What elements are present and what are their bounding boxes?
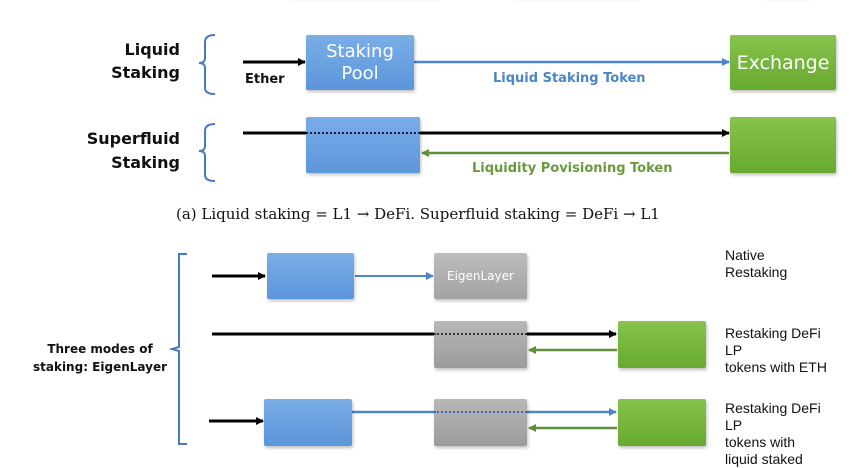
mode3-line3: tokens with <box>725 434 796 450</box>
mode1-line2: Restaking <box>725 264 788 280</box>
label-liquidity-provisioning-token: Liquidity Povisioning Token <box>472 161 673 176</box>
mode2-dotted-passthrough <box>434 333 527 335</box>
mode1-pool-box <box>267 253 354 299</box>
staking-pool-box: Staking Pool <box>306 35 414 90</box>
mode2-line3: tokens with ETH <box>725 359 827 375</box>
bracket-liquid-staking <box>198 34 216 95</box>
mode2-line2: LP <box>725 342 743 358</box>
mode2-description: Restaking DeFi LP tokens with ETH <box>725 325 827 376</box>
label-liquid-staking-token: Liquid Staking Token <box>493 71 646 86</box>
mode2-defi-box <box>618 321 706 368</box>
mode3-line2: LP <box>725 417 743 433</box>
mode1-description: Native Restaking <box>725 247 787 281</box>
cropped-header-label-3 <box>765 0 810 2</box>
mode3-line4: liquid staked <box>725 451 803 467</box>
mode2-eigenlayer-box <box>434 321 527 368</box>
bracket-superfluid-staking <box>198 123 216 182</box>
mode3-pool-box <box>264 399 352 446</box>
superfluid-pool-box <box>306 117 420 173</box>
mode3-line1: Restaking DeFi <box>725 400 821 416</box>
bracket-eigenlayer <box>168 253 187 445</box>
label-three-modes-line2: staking: EigenLayer <box>32 360 167 374</box>
label-superfluid-staking: Superfluid Staking <box>60 127 180 175</box>
label-three-modes: Three modes of staking: EigenLayer <box>30 340 170 376</box>
mode2-line1: Restaking DeFi <box>725 325 821 341</box>
label-ether: Ether <box>245 72 285 87</box>
staking-pool-line2: Pool <box>341 62 379 84</box>
cropped-header-label-1 <box>290 0 440 2</box>
mode1-line1: Native <box>725 247 765 263</box>
label-superfluid-line1: Superfluid <box>86 129 180 148</box>
label-liquid-staking-line1: Liquid <box>124 40 180 59</box>
staking-pool-line1: Staking <box>326 40 394 62</box>
label-liquid-staking-line2: Staking <box>111 63 180 82</box>
dotted-passthrough <box>306 132 420 134</box>
mode3-dotted-passthrough <box>434 411 527 413</box>
exchange-box: Exchange <box>730 35 836 90</box>
caption-a: (a) Liquid staking = L1 → DeFi. Superflu… <box>176 205 660 223</box>
superfluid-exchange-box <box>730 117 836 173</box>
label-superfluid-line2: Staking <box>111 153 180 172</box>
mode3-description: Restaking DeFi LP tokens with liquid sta… <box>725 400 821 468</box>
mode3-eigenlayer-box <box>434 399 527 446</box>
label-three-modes-line1: Three modes of <box>47 342 153 356</box>
mode3-defi-box <box>618 399 706 446</box>
label-liquid-staking: Liquid Staking <box>90 38 180 84</box>
eigenlayer-box: EigenLayer <box>434 253 527 299</box>
cropped-header-label-2 <box>515 0 640 2</box>
